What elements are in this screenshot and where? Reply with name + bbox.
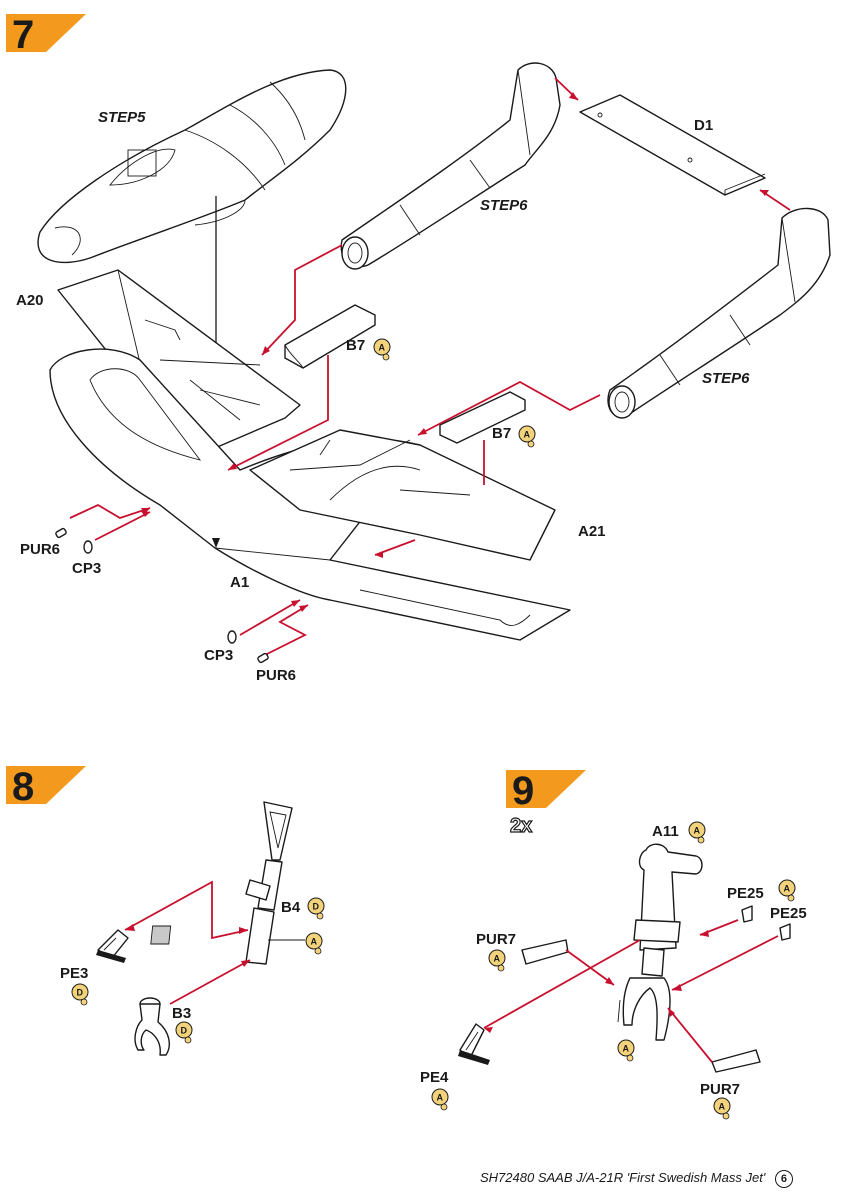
label-d1: D1 [694,117,713,134]
tail-boom-right [607,207,831,419]
small-parts-step7 [55,527,269,664]
step-9-flag [506,770,586,808]
part-pe4 [458,1023,490,1065]
part-pe25-right [779,923,791,941]
label-a11: A11 [652,823,679,840]
step-7-number: 7 [12,13,34,57]
step-9-quantity: 2x [510,815,532,837]
label-pur6-left: PUR6 [20,541,60,558]
svg-text:A: A [311,937,318,947]
label-step6-right: STEP6 [702,370,750,387]
part-pur7-left [521,939,569,965]
part-d1 [579,94,766,196]
part-b4 [150,801,293,965]
footer-kit-title: SH72480 SAAB J/A-21R 'First Swedish Mass… [480,1170,766,1185]
step-8-number: 8 [12,765,34,809]
svg-text:A: A [437,1093,444,1103]
paint-chip-b4-band: A [305,932,323,955]
svg-text:A: A [623,1044,630,1054]
footer-page-number: 6 [774,1170,793,1188]
label-b7-left: B7 [346,337,365,354]
svg-text:A: A [719,1102,726,1112]
svg-text:A: A [379,343,386,353]
tail-boom-top [340,62,561,270]
part-b7-right [439,391,526,444]
label-pe25-right: PE25 [770,905,807,922]
label-a1: A1 [230,574,249,591]
step-7: 7 STEP5 STEP6 [6,13,831,684]
part-a20 [57,269,301,449]
label-a21: A21 [578,523,606,540]
step-8: 8 B4 D A PE3 D [6,765,325,1056]
label-b4: B4 [281,899,301,916]
paint-chip-pur7-right: A [713,1097,731,1120]
assembly-arrows-step8 [124,880,251,1005]
label-step5: STEP5 [98,109,146,126]
label-a20: A20 [16,292,44,309]
label-step6-top: STEP6 [480,197,528,214]
label-cp3-left: CP3 [72,560,101,577]
paint-chip-a11: A [688,821,706,844]
paint-chip-b4: D [307,897,325,920]
svg-text:A: A [524,430,531,440]
step-8-flag [6,766,86,804]
label-pe4: PE4 [420,1069,449,1086]
step-7-flag [6,14,86,52]
paint-chip-b7-left: A [373,338,391,361]
assembly-arrows-step7 [69,77,791,656]
assembly-arrows-step9 [483,919,779,1063]
label-b7-right: B7 [492,425,511,442]
label-pur7-left: PUR7 [476,931,516,948]
paint-chip-pe25-left: A [778,879,796,902]
svg-text:A: A [494,954,501,964]
label-pur7-right: PUR7 [700,1081,740,1098]
label-pur6-bottom: PUR6 [256,667,296,684]
fuselage-step5 [37,69,347,264]
svg-text:D: D [181,1026,188,1036]
part-b3 [134,997,170,1056]
label-cp3-bottom: CP3 [204,647,233,664]
paint-chip-pe3: D [71,983,89,1006]
part-b7-left [284,304,376,369]
svg-text:D: D [313,902,320,912]
step-9-number: 9 [512,769,534,813]
paint-chip-pur7-left: A [488,949,506,972]
svg-text:A: A [784,884,791,894]
paint-chip-pe4: A [431,1088,449,1111]
svg-text:D: D [77,988,84,998]
footer: SH72480 SAAB J/A-21R 'First Swedish Mass… [480,1170,846,1194]
part-pe25-left [741,905,753,923]
svg-text:A: A [694,826,701,836]
paint-chip-b7-right: A [518,425,536,448]
part-a11 [617,843,703,1041]
part-pur7-right [711,1049,761,1073]
paint-chip-strut: A [617,1039,635,1062]
paint-chip-b3: D [175,1021,193,1044]
part-pe3 [96,929,129,963]
part-a21 [249,429,556,561]
step-9: 9 2x A11 A PE25 A PE25 [420,769,807,1120]
label-pe3: PE3 [60,965,88,982]
label-pe25-left: PE25 [727,885,764,902]
label-b3: B3 [172,1005,191,1022]
